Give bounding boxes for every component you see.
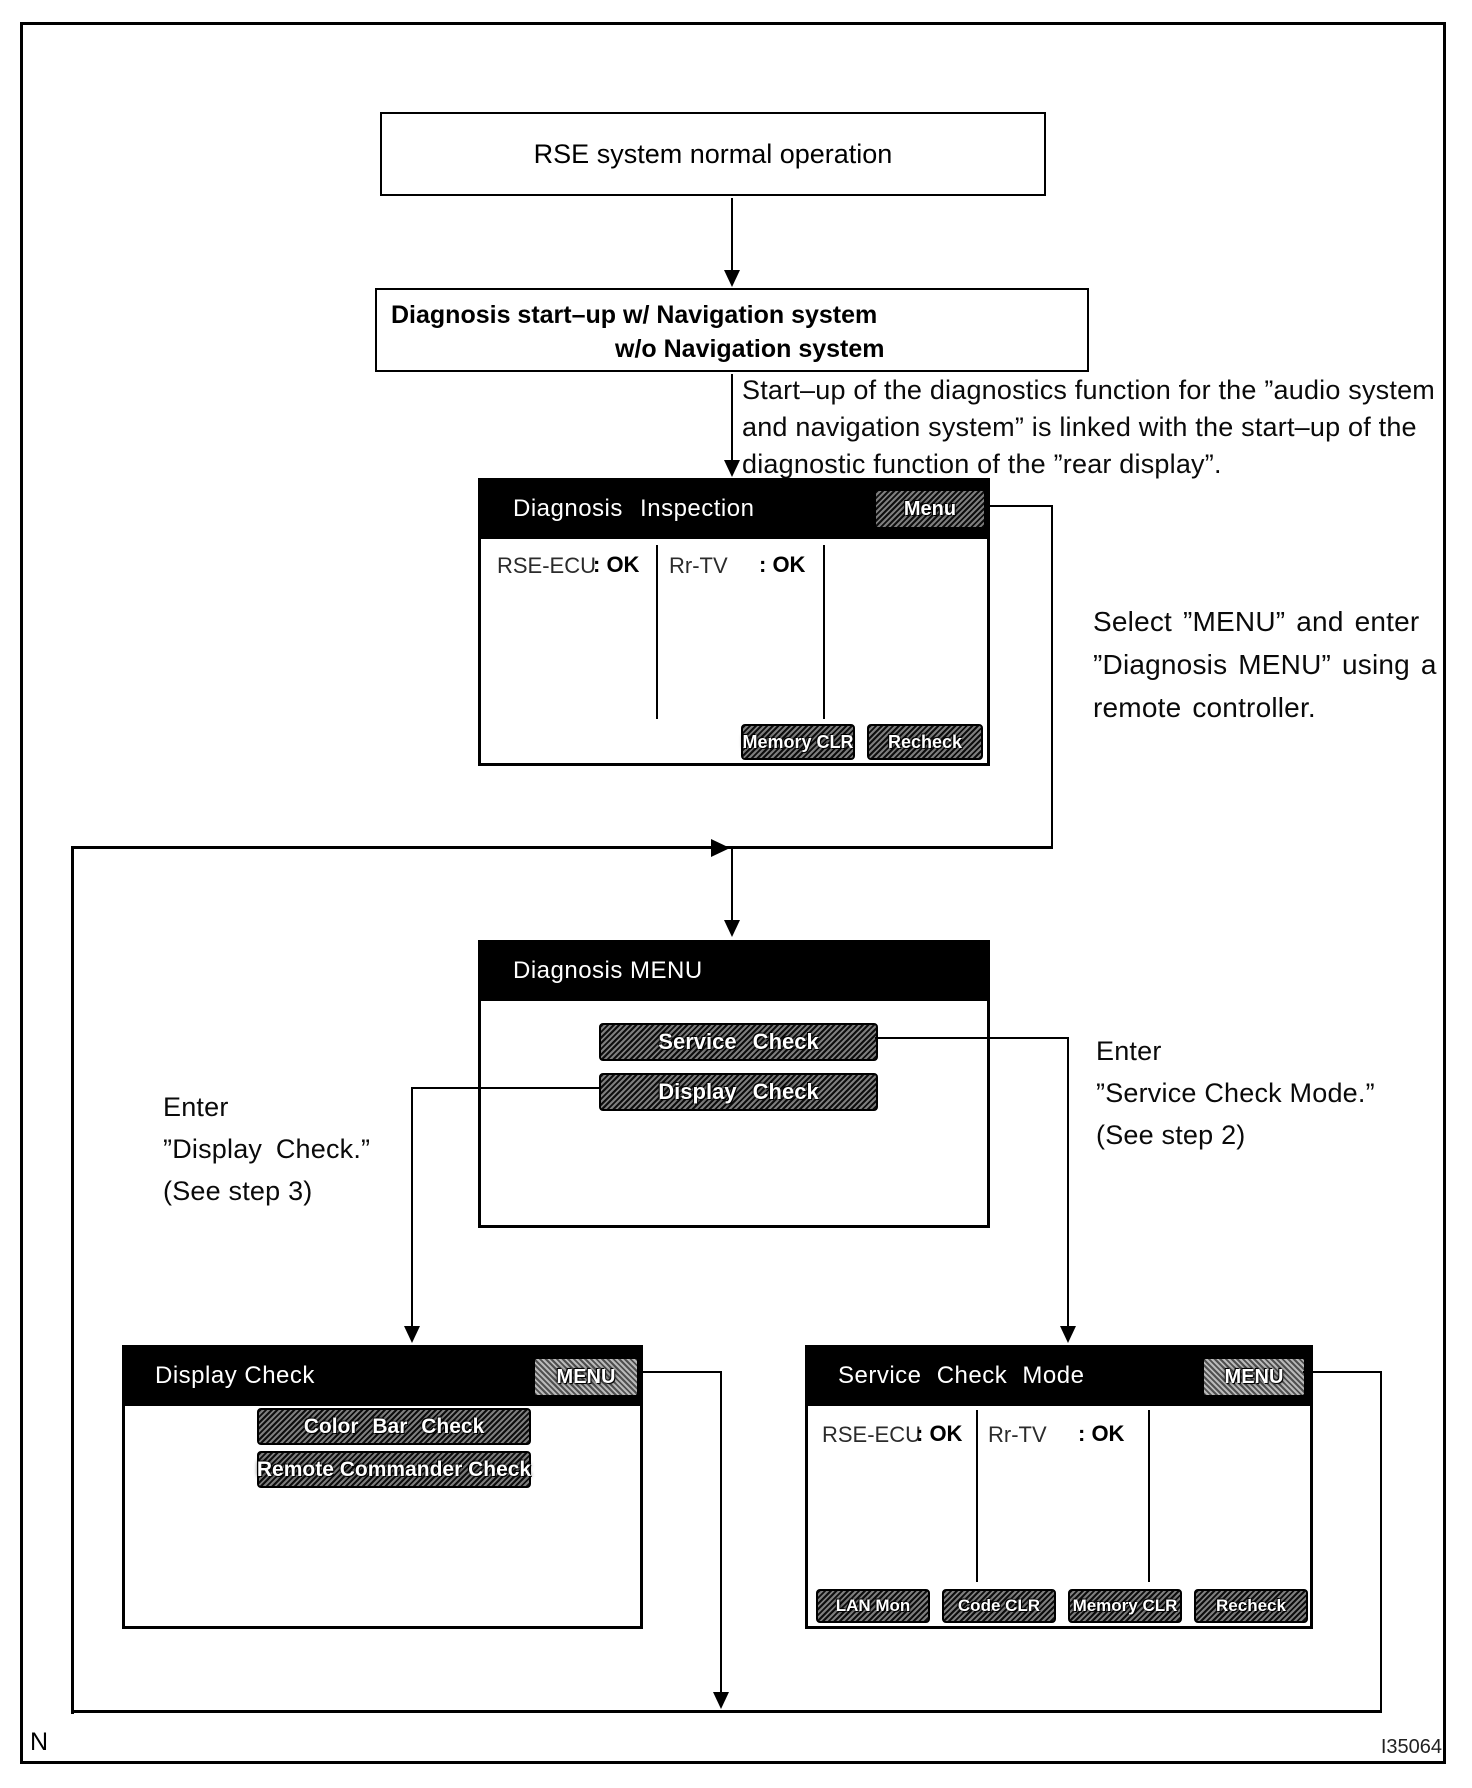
- connector-line: [1303, 1371, 1382, 1373]
- screen-diagnosis-inspection: Diagnosis Inspection Menu RSE-ECU : OK R…: [478, 478, 990, 766]
- screen-diagnosis-menu-title: Diagnosis MENU: [513, 957, 703, 984]
- color-bar-check-button-label: Color Bar Check: [303, 1414, 485, 1438]
- display-check-button-label: Display Check: [658, 1079, 819, 1104]
- screen-service-check-mode-title: Service Check Mode: [838, 1362, 1085, 1389]
- screen-display-check: Display Check MENU Color Bar Check Remot…: [122, 1345, 643, 1629]
- status-rr-tv-label: Rr-TV: [988, 1422, 1047, 1447]
- note-select-menu-line1: Select ”MENU” and enter: [1093, 606, 1420, 637]
- memory-clr-button-label: Memory CLR: [742, 731, 854, 752]
- page-border: [20, 22, 1446, 1764]
- code-clr-button[interactable]: Code CLR: [942, 1589, 1056, 1623]
- menu-button-label: MENU: [556, 1365, 616, 1388]
- lan-mon-button[interactable]: LAN Mon: [816, 1589, 930, 1623]
- connector-line: [412, 1087, 600, 1089]
- arrow-down-icon: [1060, 1326, 1076, 1343]
- status-rse-ecu-value: : OK: [593, 552, 640, 577]
- connector-line: [1051, 505, 1053, 848]
- note-enter-service-check: Enter ”Service Check Mode.” (See step 2): [1096, 1030, 1426, 1156]
- arrow-right-icon: [711, 839, 730, 857]
- status-rse-ecu-label: RSE-ECU: [822, 1422, 922, 1447]
- note-enter-display-check-line1: Enter: [163, 1092, 229, 1122]
- memory-clr-button-label: Memory CLR: [1072, 1596, 1178, 1615]
- status-rr-tv-value: : OK: [1078, 1421, 1125, 1446]
- arrow-down-icon: [724, 270, 740, 287]
- recheck-button-label: Recheck: [887, 731, 963, 752]
- note-select-menu-line3: remote controller.: [1093, 692, 1316, 723]
- connector-line: [72, 846, 1053, 849]
- screen-diagnosis-menu-header: [481, 943, 987, 1001]
- service-check-button[interactable]: Service Check: [599, 1023, 878, 1061]
- memory-clr-button[interactable]: Memory CLR: [1068, 1589, 1182, 1623]
- menu-button-label: Menu: [903, 497, 957, 520]
- note-startup-line2: and navigation system” is linked with th…: [742, 412, 1417, 442]
- screen-service-check-mode: Service Check Mode MENU RSE-ECU : OK Rr-…: [805, 1345, 1313, 1629]
- screen-display-check-title: Display Check: [155, 1362, 315, 1389]
- flow-box-diagnosis-startup: Diagnosis start–up w/ Navigation system …: [375, 288, 1089, 372]
- note-enter-display-check-line2: ”Display Check.”: [163, 1134, 371, 1164]
- connector-line: [1380, 1371, 1382, 1712]
- recheck-button[interactable]: Recheck: [1194, 1589, 1308, 1623]
- screen-diagnosis-inspection-title: Diagnosis Inspection: [513, 495, 755, 522]
- recheck-button-label: Recheck: [1216, 1596, 1286, 1615]
- page-letter: N: [30, 1728, 49, 1756]
- code-clr-button-label: Code CLR: [957, 1596, 1041, 1615]
- note-startup-line1: Start–up of the diagnostics function for…: [742, 375, 1435, 405]
- note-select-menu-line2: ”Diagnosis MENU” using a: [1093, 649, 1437, 680]
- screen-diagnosis-menu: Diagnosis MENU Service Check Display Che…: [478, 940, 990, 1228]
- menu-button[interactable]: MENU: [1202, 1357, 1306, 1397]
- flow-box-normal-operation-label: RSE system normal operation: [533, 138, 893, 169]
- note-enter-display-check-line3: (See step 3): [163, 1176, 313, 1206]
- column-divider: [656, 545, 658, 719]
- status-rse-ecu-label: RSE-ECU: [497, 553, 597, 578]
- note-enter-service-check-line2: ”Service Check Mode.”: [1096, 1078, 1375, 1108]
- arrow-down-icon: [404, 1326, 420, 1343]
- note-select-menu: Select ”MENU” and enter ”Diagnosis MENU”…: [1093, 600, 1453, 729]
- menu-button[interactable]: Menu: [874, 489, 986, 529]
- lan-mon-button-label: LAN Mon: [835, 1596, 911, 1615]
- note-startup-line3: diagnostic function of the ”rear display…: [742, 449, 1222, 479]
- remote-commander-check-button-label: Remote Commander Check: [256, 1457, 532, 1481]
- connector-line: [731, 849, 733, 922]
- connector-line: [731, 198, 733, 272]
- remote-commander-check-button[interactable]: Remote Commander Check: [257, 1451, 531, 1488]
- column-divider: [823, 545, 825, 719]
- memory-clr-button[interactable]: Memory CLR: [741, 724, 855, 760]
- note-enter-service-check-line1: Enter: [1096, 1036, 1162, 1066]
- column-divider: [976, 1410, 978, 1582]
- note-startup: Start–up of the diagnostics function for…: [742, 372, 1447, 483]
- connector-line: [720, 1371, 722, 1694]
- connector-line: [731, 374, 733, 462]
- display-check-button[interactable]: Display Check: [599, 1073, 878, 1111]
- diagnosis-startup-line1: Diagnosis start–up w/ Navigation system: [391, 301, 878, 329]
- arrow-down-icon: [724, 920, 740, 937]
- status-rse-ecu-value: : OK: [916, 1421, 963, 1446]
- connector-line: [72, 1710, 1382, 1713]
- column-divider: [1148, 1410, 1150, 1582]
- status-rr-tv-value: : OK: [759, 552, 806, 577]
- flow-box-normal-operation: RSE system normal operation: [380, 112, 1046, 196]
- color-bar-check-button[interactable]: Color Bar Check: [257, 1408, 531, 1445]
- figure-id: I35064: [1380, 1736, 1442, 1758]
- diagnosis-startup-line2: w/o Navigation system: [615, 335, 885, 363]
- menu-button-label: MENU: [1224, 1365, 1284, 1388]
- connector-line: [71, 846, 74, 1714]
- service-check-button-label: Service Check: [658, 1029, 819, 1054]
- status-rr-tv-label: Rr-TV: [669, 553, 728, 578]
- menu-button[interactable]: MENU: [533, 1357, 639, 1397]
- recheck-button[interactable]: Recheck: [867, 724, 983, 760]
- connector-line: [411, 1087, 413, 1326]
- note-enter-display-check: Enter ”Display Check.” (See step 3): [163, 1086, 443, 1212]
- arrow-down-icon: [713, 1692, 729, 1709]
- connector-line: [875, 1037, 1069, 1039]
- connector-line: [990, 505, 1053, 507]
- connector-line: [1067, 1037, 1069, 1326]
- note-enter-service-check-line3: (See step 2): [1096, 1120, 1246, 1150]
- arrow-down-icon: [724, 460, 740, 477]
- connector-line: [643, 1371, 722, 1373]
